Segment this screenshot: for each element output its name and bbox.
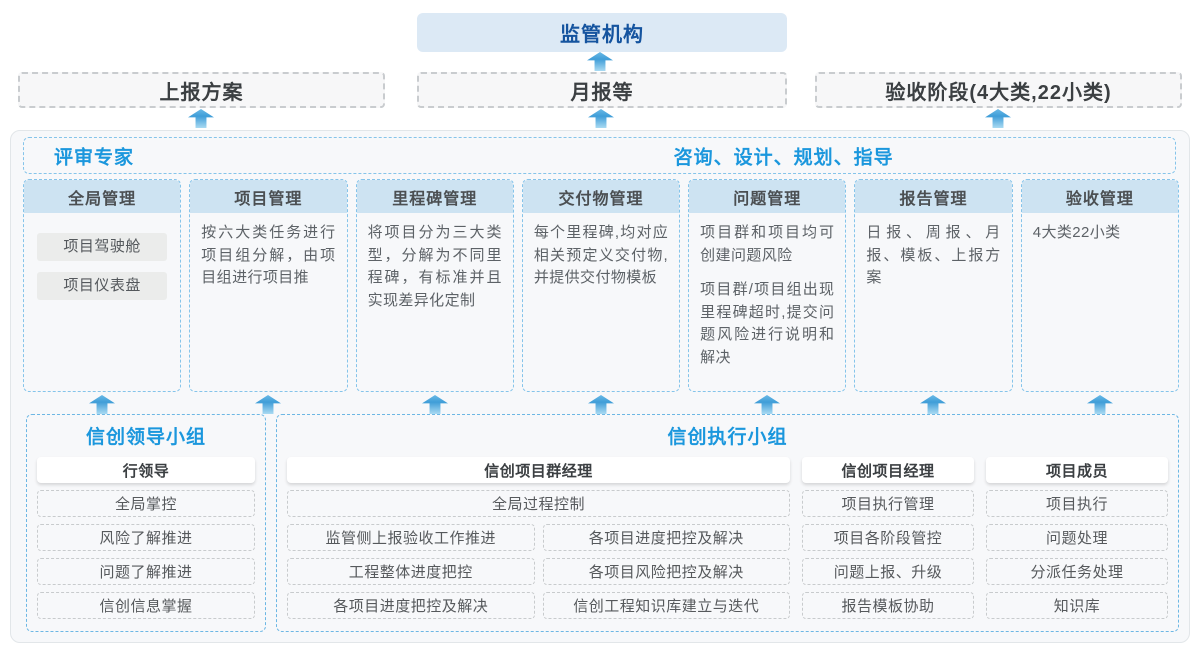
duty-item: 全局过程控制 — [287, 490, 790, 517]
column-description: 项目群和项目均可创建问题风险 — [700, 224, 835, 264]
report-box-monthly: 月报等 — [417, 72, 787, 108]
up-arrow-icon — [89, 395, 115, 414]
program-manager-section: 信创项目群经理 全局过程控制 监管侧上报验收工作推进 各项目进度把控及解决 工程… — [287, 453, 790, 619]
duty-item: 工程整体进度把控 — [287, 558, 535, 585]
regulator-box: 监管机构 — [417, 13, 787, 52]
column-description: 按六大类任务进行项目组分解，由项目组进行项目推 — [201, 224, 336, 286]
platform-container: 评审专家 咨询、设计、规划、指导 全局管理 项目驾驶舱 项目仪表盘 项目管理 按… — [10, 130, 1190, 643]
column-title: 交付物管理 — [522, 180, 680, 213]
column-deliverable-mgmt: 交付物管理 每个里程碑,均对应相关预定义交付物,并提供交付物模板 — [521, 179, 681, 392]
feature-pill: 项目仪表盘 — [37, 272, 168, 300]
role-header: 信创项目群经理 — [287, 457, 790, 483]
feature-pill: 项目驾驶舱 — [37, 233, 168, 261]
leadership-group-box: 信创领导小组 行领导 全局掌控 风险了解推进 问题了解推进 信创信息掌握 — [26, 414, 266, 632]
report-box-plan: 上报方案 — [18, 72, 385, 108]
column-report-mgmt: 报告管理 日报、周报、月报、模板、上报方案 — [854, 179, 1013, 392]
up-arrow-icon — [588, 109, 614, 128]
project-manager-section: 信创项目经理 项目执行管理 项目各阶段管控 问题上报、升级 报告模板协助 — [802, 453, 974, 619]
duty-item: 问题了解推进 — [37, 558, 255, 585]
up-arrow-icon — [188, 109, 214, 128]
column-description: 日报、周报、月报、模板、上报方案 — [866, 224, 1001, 286]
advisory-label: 咨询、设计、规划、指导 — [673, 147, 894, 168]
duty-item: 风险了解推进 — [37, 524, 255, 551]
column-description: 项目群/项目组出现里程碑超时,提交问题风险进行说明和解决 — [700, 281, 835, 366]
group-title: 信创领导小组 — [85, 427, 206, 448]
up-arrow-icon — [588, 395, 614, 414]
column-title: 验收管理 — [1021, 180, 1178, 213]
group-title: 信创执行小组 — [667, 427, 788, 448]
duty-item: 问题上报、升级 — [802, 558, 974, 585]
duty-item: 全局掌控 — [37, 490, 255, 517]
project-member-section: 项目成员 项目执行 问题处理 分派任务处理 知识库 — [986, 453, 1168, 619]
up-arrow-icon — [754, 395, 780, 414]
up-arrow-icon — [587, 52, 613, 71]
expert-label: 评审专家 — [54, 147, 135, 168]
column-description: 4大类22小类 — [1032, 224, 1121, 241]
column-issue-mgmt: 问题管理 项目群和项目均可创建问题风险 项目群/项目组出现里程碑超时,提交问题风… — [688, 179, 847, 392]
duty-item: 项目执行管理 — [802, 490, 974, 517]
role-header: 行领导 — [37, 457, 255, 483]
report-box-label: 上报方案 — [159, 81, 244, 104]
duty-item: 问题处理 — [986, 524, 1168, 551]
up-arrow-icon — [422, 395, 448, 414]
duty-item: 知识库 — [986, 592, 1168, 619]
report-box-label: 验收阶段(4大类,22小类) — [885, 81, 1112, 104]
up-arrow-icon — [920, 395, 946, 414]
advisory-strip: 评审专家 咨询、设计、规划、指导 — [23, 137, 1176, 174]
up-arrow-icon — [255, 395, 281, 414]
execution-group-box: 信创执行小组 信创项目群经理 全局过程控制 监管侧上报验收工作推进 各项目进度把… — [276, 414, 1179, 632]
regulator-label: 监管机构 — [560, 24, 644, 46]
column-title: 报告管理 — [855, 180, 1012, 213]
column-title: 问题管理 — [689, 180, 846, 213]
column-acceptance-mgmt: 验收管理 4大类22小类 — [1020, 179, 1179, 392]
column-global-mgmt: 全局管理 项目驾驶舱 项目仪表盘 — [23, 179, 182, 392]
duty-item: 各项目进度把控及解决 — [542, 524, 790, 551]
report-box-label: 月报等 — [570, 81, 634, 104]
duty-item: 信创工程知识库建立与迭代 — [542, 592, 790, 619]
column-milestone-mgmt: 里程碑管理 将项目分为三大类型，分解为不同里程碑，有标准并且实现差异化定制 — [355, 179, 514, 392]
report-box-acceptance: 验收阶段(4大类,22小类) — [815, 72, 1182, 108]
execution-roles: 信创项目群经理 全局过程控制 监管侧上报验收工作推进 各项目进度把控及解决 工程… — [287, 453, 1168, 619]
column-title: 全局管理 — [24, 180, 181, 213]
duty-item: 监管侧上报验收工作推进 — [287, 524, 535, 551]
column-description: 将项目分为三大类型，分解为不同里程碑，有标准并且实现差异化定制 — [367, 224, 502, 309]
column-title: 项目管理 — [190, 180, 347, 213]
duty-item: 信创信息掌握 — [37, 592, 255, 619]
column-project-mgmt: 项目管理 按六大类任务进行项目组分解，由项目组进行项目推 — [189, 179, 348, 392]
column-description: 每个里程碑,均对应相关预定义交付物,并提供交付物模板 — [533, 224, 669, 286]
management-columns: 全局管理 项目驾驶舱 项目仪表盘 项目管理 按六大类任务进行项目组分解，由项目组… — [23, 179, 1179, 392]
duty-item: 各项目进度把控及解决 — [287, 592, 535, 619]
duty-item: 分派任务处理 — [986, 558, 1168, 585]
duty-item: 各项目风险把控及解决 — [542, 558, 790, 585]
duty-item: 项目各阶段管控 — [802, 524, 974, 551]
column-title: 里程碑管理 — [356, 180, 513, 213]
duty-item: 报告模板协助 — [802, 592, 974, 619]
role-header: 信创项目经理 — [802, 457, 974, 483]
role-header: 项目成员 — [986, 457, 1168, 483]
up-arrow-icon — [1087, 395, 1113, 414]
up-arrow-icon — [985, 109, 1011, 128]
duty-item: 项目执行 — [986, 490, 1168, 517]
